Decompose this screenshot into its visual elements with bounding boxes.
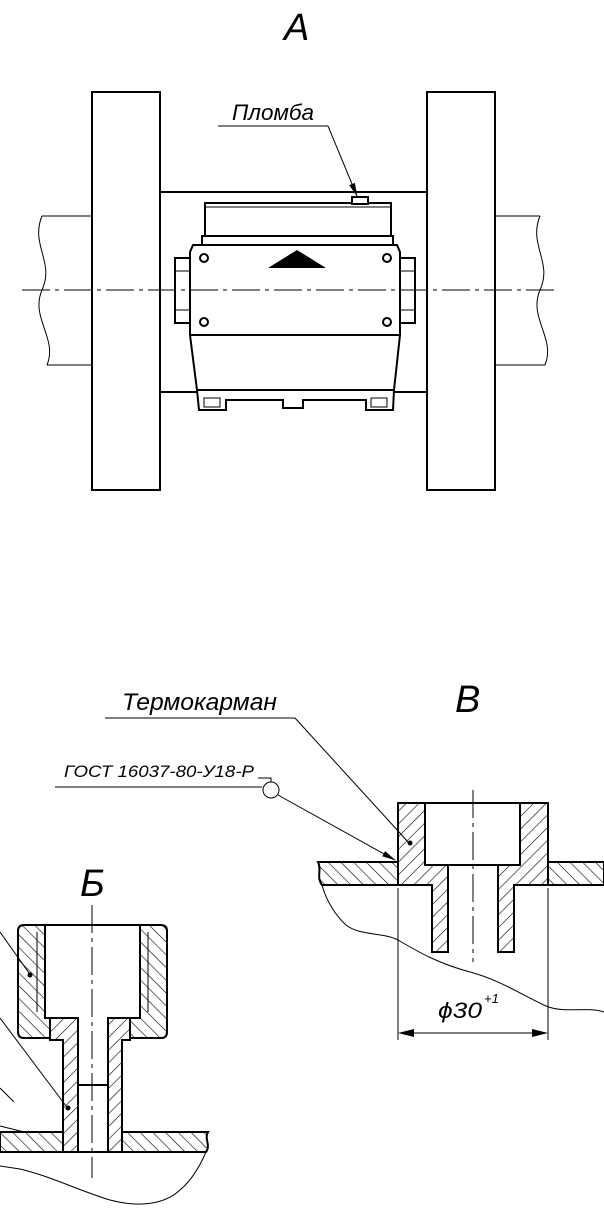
dimension-arrow-right-icon [532,1029,548,1037]
screw-icon [199,253,209,263]
view-b: Б [0,863,210,1205]
v-weld-dot [407,840,413,846]
thermowell-callout: Термокарман [122,689,277,716]
flow-direction-arrow-icon [268,250,326,268]
view-v-label: В [455,679,480,721]
b-nut-left-wall [17,924,51,1039]
meter-feet [195,389,396,411]
meter [174,196,416,411]
b-leader [0,1087,15,1103]
b-leader [0,1017,67,1107]
b-plate-left [0,1131,64,1153]
view-v: В Термокарман ГОСТ 16037-80-У18-Р ϕ30 +1 [55,679,604,1040]
seal [351,196,369,205]
v-diameter-value: ϕ30 [438,998,483,1023]
b-leader [0,1125,25,1133]
v-fitting-right-wall [497,802,549,953]
b-break-line [0,1151,207,1205]
screw-icon [382,317,392,327]
dimension-arrow-left-icon [398,1029,414,1037]
b-weld-dot [27,972,33,978]
b-plate-right [121,1131,210,1153]
right-foot-slot [370,397,388,408]
v-fitting-left-wall [397,802,449,953]
v-diameter-tolerance: +1 [484,991,499,1006]
left-flange [91,91,161,491]
screw-icon [199,317,209,327]
v-plate-right [547,861,604,886]
v-break-line [321,884,604,1013]
weld-leader [277,794,396,861]
view-b-label: Б [80,863,105,905]
meter-cover-band [201,235,394,246]
seal-leader [327,125,358,197]
v-plate-left [316,861,399,886]
view-a: А [22,7,557,491]
weld-callout-bracket [258,777,272,782]
right-flange [426,91,496,491]
view-a-label: А [282,7,309,49]
weld-standard-callout: ГОСТ 16037-80-У18-Р [64,762,255,781]
weld-symbol-circle-icon [262,781,280,799]
left-foot-slot [203,397,221,408]
seal-callout: Пломба [232,100,314,125]
thermowell-leader [294,717,410,844]
b-leader [0,931,30,974]
b-weld-dot [65,1105,71,1111]
meter-display-cover [204,202,392,237]
screw-icon [382,253,392,263]
